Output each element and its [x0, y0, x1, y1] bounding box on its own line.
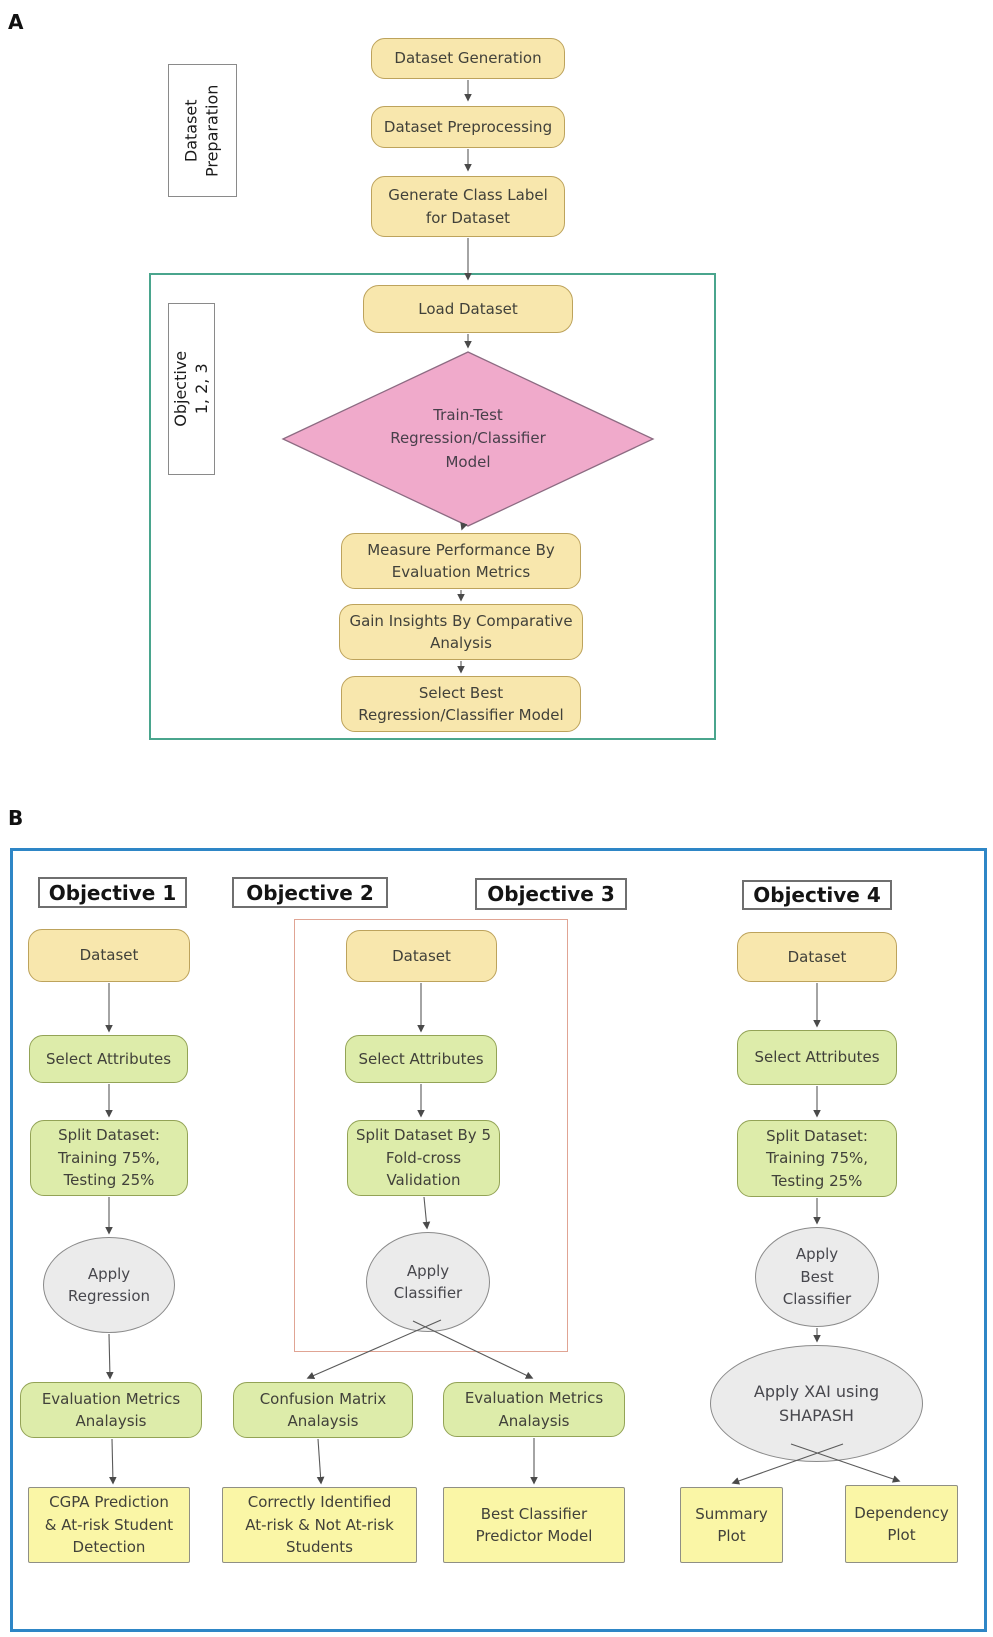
panel-b-label: B — [8, 806, 24, 830]
node-obj3-result: Best Classifier Predictor Model — [443, 1487, 625, 1563]
node-obj2-confusion-matrix: Confusion Matrix Analaysis — [233, 1382, 413, 1438]
panel-a-label: A — [8, 10, 24, 34]
node-select-best-model: Select Best Regression/Classifier Model — [341, 676, 581, 732]
node-obj1-evaluation-metrics: Evaluation Metrics Analaysis — [20, 1382, 202, 1438]
node-obj4-dataset: Dataset — [737, 932, 897, 982]
node-obj2-apply-classifier: Apply Classifier — [366, 1232, 490, 1332]
node-measure-performance: Measure Performance By Evaluation Metric… — [341, 533, 581, 589]
node-obj1-split-dataset: Split Dataset: Training 75%, Testing 25% — [30, 1120, 188, 1196]
node-obj1-dataset: Dataset — [28, 929, 190, 982]
node-obj4-split-dataset: Split Dataset: Training 75%, Testing 25% — [737, 1120, 897, 1197]
node-obj2-select-attributes: Select Attributes — [345, 1035, 497, 1083]
decision-train-test-label: Train-Test Regression/Classifier Model — [390, 406, 546, 471]
node-obj1-select-attributes: Select Attributes — [29, 1035, 188, 1083]
header-objective-3: Objective 3 — [475, 878, 627, 910]
node-generate-class-label: Generate Class Label for Dataset — [371, 176, 565, 237]
node-obj4-dependency-plot: Dependency Plot — [845, 1485, 958, 1563]
node-obj3-evaluation-metrics: Evaluation Metrics Analaysis — [443, 1382, 625, 1437]
objectives-123-frame — [149, 273, 716, 740]
objectives-123-label: Objective 1, 2, 3 — [170, 351, 211, 427]
node-gain-insights: Gain Insights By Comparative Analysis — [339, 604, 583, 660]
panel-b-frame — [10, 848, 987, 1632]
node-obj2-dataset: Dataset — [346, 930, 497, 982]
node-obj4-apply-xai: Apply XAI using SHAPASH — [710, 1345, 923, 1462]
node-obj4-apply-best-classifier: Apply Best Classifier — [755, 1227, 879, 1327]
node-obj4-summary-plot: Summary Plot — [680, 1487, 783, 1563]
node-obj4-select-attributes: Select Attributes — [737, 1030, 897, 1085]
node-obj2-result: Correctly Identified At-risk & Not At-ri… — [222, 1487, 417, 1563]
objectives-123-label-frame: Objective 1, 2, 3 — [168, 303, 215, 475]
node-obj1-result: CGPA Prediction & At-risk Student Detect… — [28, 1487, 190, 1563]
header-objective-1: Objective 1 — [38, 877, 187, 908]
node-obj1-apply-regression: Apply Regression — [43, 1237, 175, 1333]
dataset-preparation-frame: Dataset Preparation — [168, 64, 237, 197]
header-objective-2: Objective 2 — [232, 877, 388, 908]
node-load-dataset: Load Dataset — [363, 285, 573, 333]
node-dataset-generation: Dataset Generation — [371, 38, 565, 79]
node-obj2-split-dataset: Split Dataset By 5 Fold-cross Validation — [347, 1120, 500, 1196]
dataset-preparation-label: Dataset Preparation — [181, 84, 222, 177]
node-dataset-preprocessing: Dataset Preprocessing — [371, 106, 565, 148]
header-objective-4: Objective 4 — [742, 880, 892, 910]
